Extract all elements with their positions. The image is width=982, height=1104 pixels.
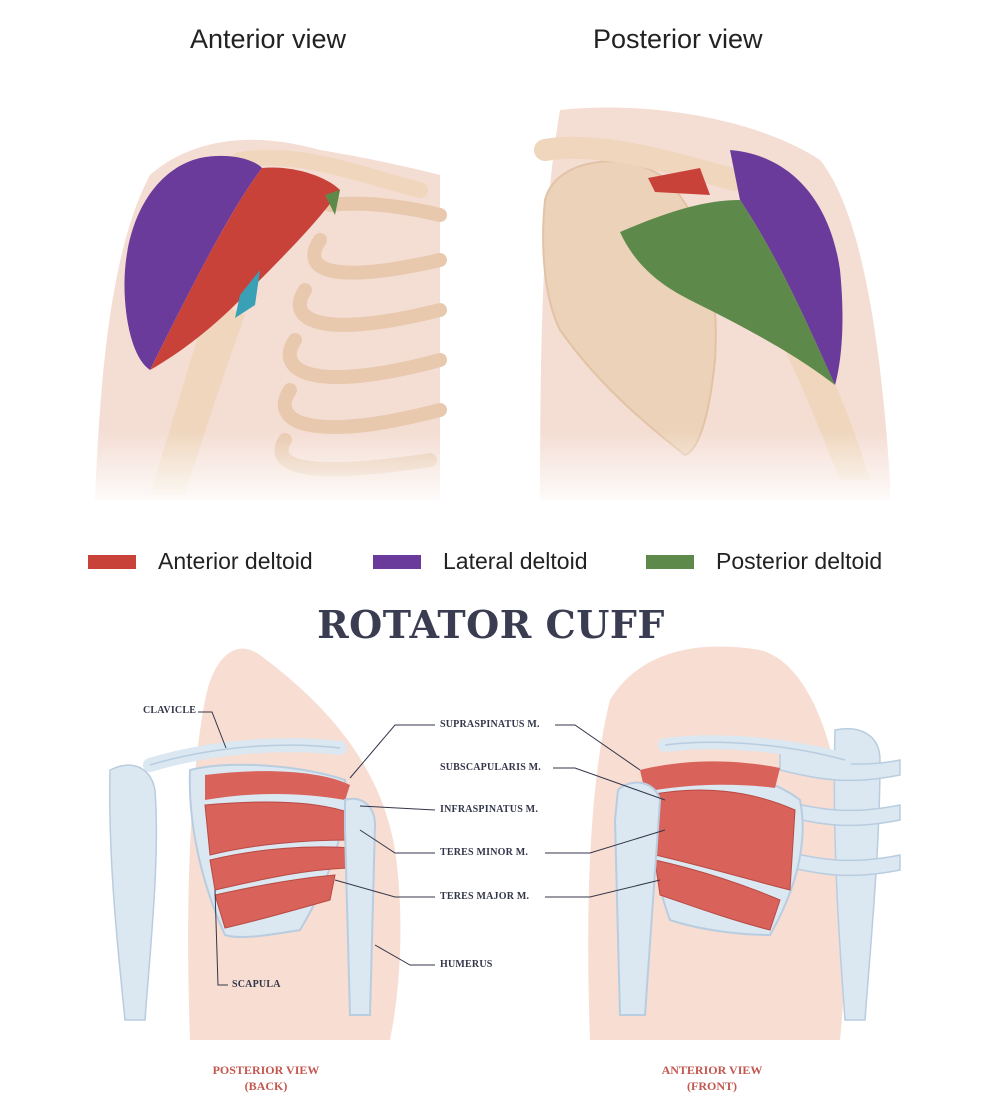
label-teres-major: TERES MAJOR M.: [440, 891, 530, 902]
anterior-view-title: Anterior view: [190, 24, 347, 54]
label-humerus: HUMERUS: [440, 959, 493, 970]
deltoid-legend: Anterior deltoid Lateral deltoid Posteri…: [0, 548, 982, 588]
label-scapula: SCAPULA: [232, 979, 281, 990]
label-infraspinatus: INFRASPINATUS M.: [440, 804, 539, 815]
posterior-view-title: Posterior view: [593, 24, 763, 54]
teres-major-muscle-anterior: [654, 859, 781, 931]
posterior-shoulder-illustration: [530, 107, 900, 510]
supraspinatus-muscle-posterior: [205, 771, 350, 800]
posterior-view-caption: POSTERIOR VIEW (BACK): [166, 1062, 366, 1094]
label-teres-minor: TERES MINOR M.: [440, 847, 529, 858]
posterior-leader-lines: [198, 711, 436, 986]
lateral-deltoid-muscle-anterior: [124, 155, 263, 370]
anterior-view-caption: ANTERIOR VIEW (FRONT): [612, 1062, 812, 1094]
legend-item-anterior-deltoid: Anterior deltoid: [88, 548, 313, 575]
lateral-deltoid-muscle-posterior: [730, 150, 843, 385]
legend-swatch-green: [646, 554, 694, 569]
supraspinatus-muscle-anterior: [640, 761, 780, 792]
anterior-shoulder-illustration: [80, 139, 450, 510]
tendon-accent: [235, 270, 260, 318]
rotator-cuff-anterior-illustration: [545, 646, 901, 1040]
posterior-deltoid-muscle: [620, 200, 835, 385]
label-supraspinatus: SUPRASPINATUS M.: [440, 719, 540, 730]
legend-label: Posterior deltoid: [716, 548, 883, 574]
label-subscapularis: SUBSCAPULARIS M.: [440, 762, 541, 773]
anterior-deltoid-muscle: [150, 167, 340, 370]
legend-swatch-red: [88, 554, 136, 569]
label-clavicle: CLAVICLE: [143, 705, 197, 716]
legend-item-posterior-deltoid: Posterior deltoid: [646, 548, 882, 575]
posterior-deltoid-sliver: [325, 190, 340, 215]
anterior-caption-line1: ANTERIOR VIEW: [661, 1063, 763, 1077]
scapular-spine: [534, 136, 746, 191]
posterior-caption-line2: (BACK): [244, 1079, 288, 1093]
legend-label: Anterior deltoid: [158, 548, 313, 574]
spine-column: [109, 764, 158, 1021]
rotator-cuff-posterior-illustration: [109, 648, 436, 1040]
subscapularis-muscle: [649, 789, 796, 891]
anterior-leader-lines: [545, 724, 666, 898]
rotator-cuff-title: ROTATOR CUFF: [317, 602, 665, 647]
anterior-caption-line2: (FRONT): [687, 1079, 737, 1093]
teres-major-muscle: [214, 874, 336, 929]
clavicle-bone: [232, 149, 428, 198]
legend-item-lateral-deltoid: Lateral deltoid: [373, 548, 588, 575]
legend-swatch-purple: [373, 554, 421, 569]
anterior-deltoid-sliver: [648, 168, 710, 195]
cuff-humerus-bone: [344, 797, 377, 1016]
legend-label: Lateral deltoid: [443, 548, 588, 574]
anterior-spine-ribs: [779, 728, 901, 1021]
posterior-caption-line1: POSTERIOR VIEW: [212, 1063, 320, 1077]
